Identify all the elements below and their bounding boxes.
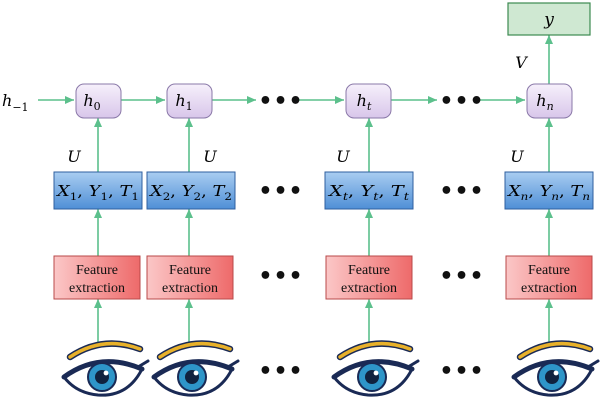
ellipsis-features-1: ••• xyxy=(258,264,303,289)
feature-extraction-2: Feature extraction xyxy=(146,255,234,300)
ellipsis-eyes-1: ••• xyxy=(258,359,303,384)
ellipsis-inputs-2: ••• xyxy=(439,179,484,204)
eye-icon xyxy=(64,344,148,396)
feature-label-line1: Feature xyxy=(169,263,211,278)
feature-label-line2: extraction xyxy=(521,281,577,296)
output-weight-label: V xyxy=(515,53,528,72)
hidden-state-h1: h1 xyxy=(166,83,213,119)
feature-extraction-n: Feature extraction xyxy=(505,255,593,300)
arrows xyxy=(38,35,553,342)
ellipsis-hidden-1: ••• xyxy=(258,89,303,114)
ellipsis-features-2: ••• xyxy=(439,264,484,289)
eye-icon xyxy=(334,344,418,396)
feature-label-line2: extraction xyxy=(162,281,218,296)
eye-icon xyxy=(154,344,238,396)
feature-label-line1: Feature xyxy=(76,263,118,278)
input-weight-label-n: U xyxy=(510,147,524,166)
ellipsis-hidden-2: ••• xyxy=(439,89,484,114)
ellipsis-inputs-1: ••• xyxy=(258,179,303,204)
feature-label-line1: Feature xyxy=(528,263,570,278)
hidden-state-ht: ht xyxy=(345,83,392,119)
initial-state-label: h−1 xyxy=(2,91,29,114)
input-weight-label-2: U xyxy=(203,147,217,166)
hidden-state-h0: h0 xyxy=(75,83,122,119)
feature-extraction-1: Feature extraction xyxy=(53,255,141,300)
output-label: y xyxy=(543,10,554,30)
feature-label-line1: Feature xyxy=(348,263,390,278)
hidden-state-label: hn xyxy=(536,91,553,113)
ellipsis-eyes-2: ••• xyxy=(439,359,484,384)
hidden-state-label: h0 xyxy=(83,91,100,113)
feature-label-line2: extraction xyxy=(341,281,397,296)
feature-label-line2: extraction xyxy=(69,281,125,296)
hidden-state-hn: hn xyxy=(526,83,573,119)
input-weight-label-1: U xyxy=(67,147,81,166)
feature-extraction-t: Feature extraction xyxy=(325,255,413,300)
hidden-state-label: h1 xyxy=(175,91,192,113)
output-node: y xyxy=(507,2,591,36)
hidden-state-label: ht xyxy=(357,91,372,113)
input-weight-label-t: U xyxy=(336,147,350,166)
eye-icon xyxy=(514,344,598,396)
